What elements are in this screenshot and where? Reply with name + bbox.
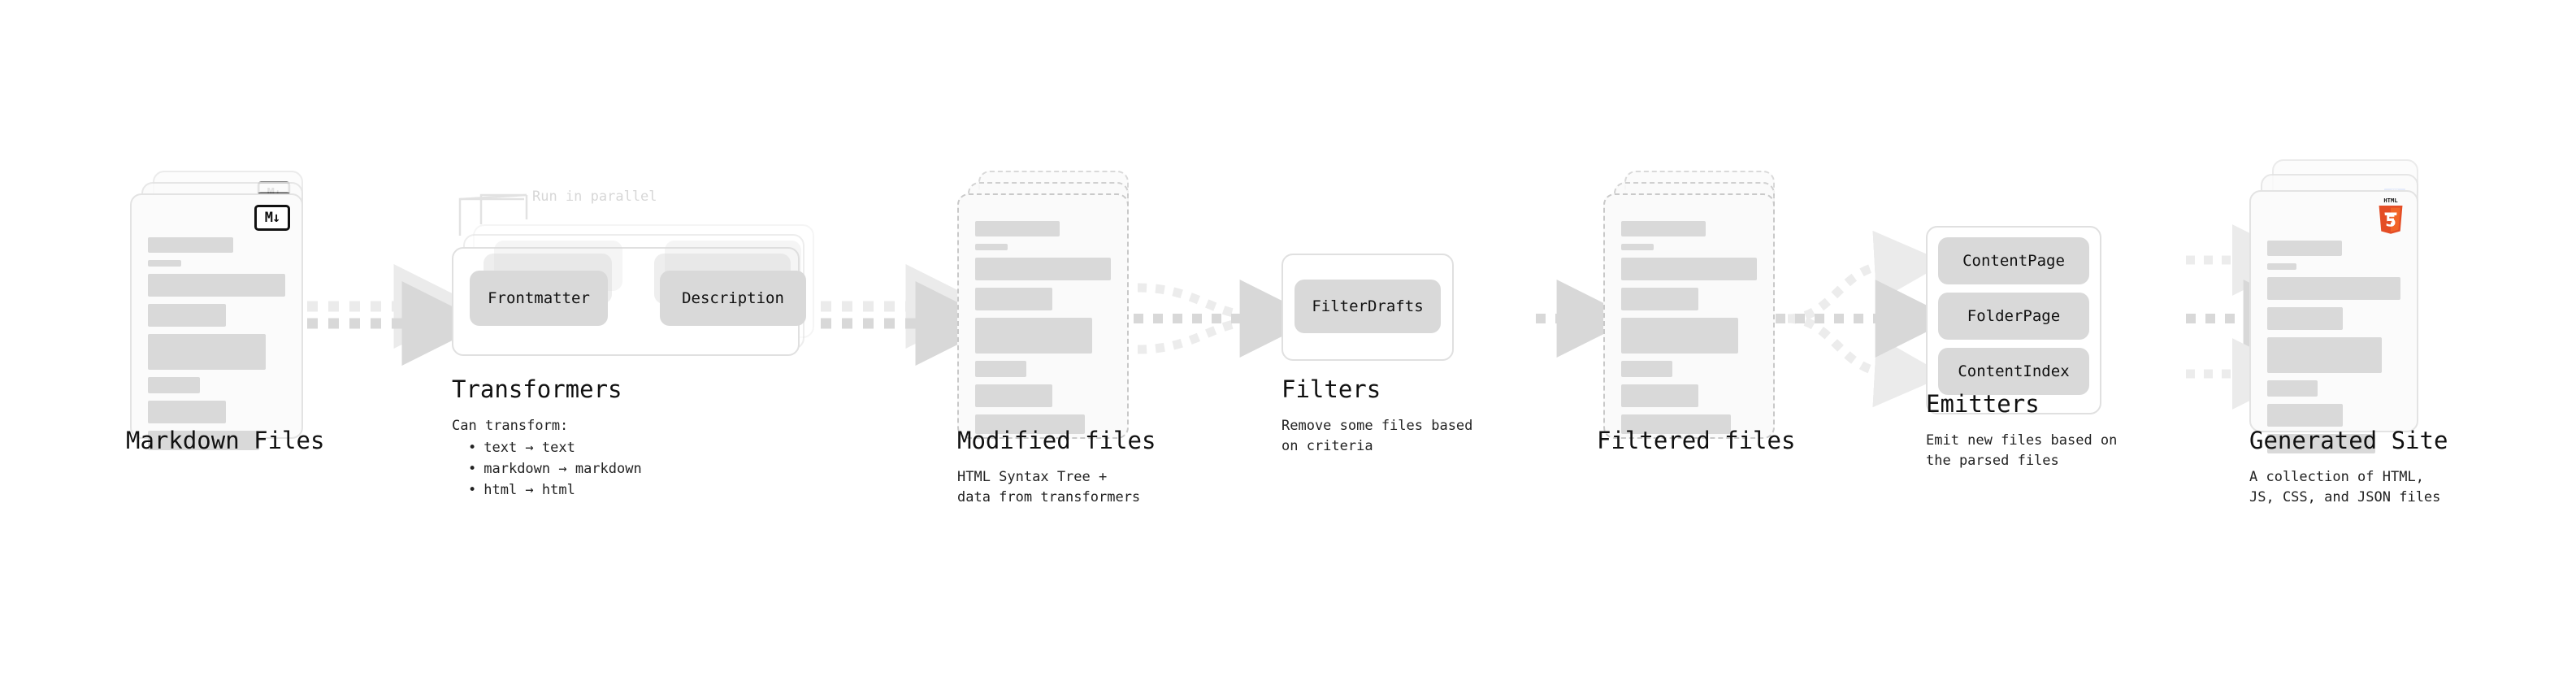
run-in-parallel-label: Run in parallel bbox=[532, 189, 657, 205]
skeleton-bar bbox=[975, 221, 1060, 236]
site-card-front: HTML 5 bbox=[2249, 190, 2418, 453]
skeleton-bar bbox=[148, 237, 233, 253]
filtered-card-front bbox=[1603, 193, 1775, 439]
stage-modified-files bbox=[957, 171, 1144, 439]
skeleton-bar bbox=[2267, 241, 2342, 256]
skeleton-bar bbox=[975, 258, 1111, 280]
skeleton-bar bbox=[975, 384, 1053, 407]
skeleton-bar bbox=[148, 334, 267, 370]
stage-title-markdown-files: Markdown Files bbox=[126, 427, 325, 454]
skeleton-bar bbox=[1621, 361, 1673, 377]
arrow-transformers-to-modified bbox=[821, 264, 1000, 366]
stage-generated-site: CSS HTML 5 bbox=[2249, 159, 2444, 453]
skeleton-bar bbox=[148, 377, 201, 393]
skeleton-bar bbox=[148, 274, 285, 297]
markdown-skeleton bbox=[148, 237, 285, 458]
arrow-emitters-to-site bbox=[2186, 224, 2322, 410]
stage-title-filters: Filters bbox=[1281, 375, 1381, 403]
filter-pill-filterdrafts[interactable]: FilterDrafts bbox=[1295, 280, 1441, 333]
transformer-pill-frontmatter[interactable]: Frontmatter bbox=[470, 271, 608, 326]
modified-card-front bbox=[957, 193, 1129, 439]
emitter-pill-contentindex[interactable]: ContentIndex bbox=[1938, 348, 2089, 395]
site-skeleton bbox=[2267, 241, 2400, 461]
transform-bullet: markdown → markdown bbox=[468, 458, 641, 479]
skeleton-bar bbox=[2267, 263, 2297, 270]
svg-text:5: 5 bbox=[2385, 212, 2396, 231]
skeleton-bar bbox=[975, 361, 1027, 377]
stage-title-transformers: Transformers bbox=[452, 375, 622, 403]
skeleton-bar bbox=[2267, 307, 2344, 330]
emitter-pill-contentpage[interactable]: ContentPage bbox=[1938, 237, 2089, 284]
skeleton-bar bbox=[975, 318, 1092, 354]
transformer-pill-description[interactable]: Description bbox=[660, 271, 806, 326]
transform-bullet: html → html bbox=[468, 479, 642, 501]
skeleton-bar bbox=[975, 244, 1008, 250]
arrow-filtered-to-emitters bbox=[1776, 230, 1954, 408]
stage-subtitle-generated-site: A collection of HTML, JS, CSS, and JSON … bbox=[2249, 469, 2441, 505]
transformers-bullets: text → text markdown → markdown html → h… bbox=[452, 437, 642, 501]
stage-title-emitters: Emitters bbox=[1926, 390, 2040, 418]
stage-title-generated-site: Generated Site bbox=[2249, 427, 2448, 454]
skeleton-bar bbox=[148, 431, 259, 450]
stage-filtered-files bbox=[1603, 171, 1790, 439]
arrow-markdown-to-transformers bbox=[307, 264, 487, 366]
stage-title-modified-files: Modified files bbox=[957, 427, 1156, 454]
skeleton-bar bbox=[148, 304, 227, 327]
skeleton-bar bbox=[148, 260, 181, 267]
stage-subtitle-modified-files: HTML Syntax Tree + data from transformer… bbox=[957, 469, 1141, 505]
stage-title-filtered-files: Filtered files bbox=[1597, 427, 1796, 454]
skeleton-bar bbox=[975, 288, 1053, 310]
skeleton-bar bbox=[2267, 277, 2400, 300]
skeleton-bar bbox=[2267, 404, 2344, 427]
transformers-intro: Can transform: bbox=[452, 418, 569, 434]
skeleton-bar bbox=[1621, 414, 1732, 434]
skeleton-bar bbox=[1621, 384, 1699, 407]
svg-text:HTML: HTML bbox=[2383, 197, 2398, 204]
markdown-badge-letter-3: M bbox=[264, 209, 273, 226]
skeleton-bar bbox=[148, 401, 227, 423]
skeleton-bar bbox=[1621, 258, 1757, 280]
skeleton-bar bbox=[1621, 288, 1699, 310]
transform-bullet: text → text bbox=[468, 437, 642, 458]
markdown-badge-icon-3: M↓ bbox=[254, 205, 290, 231]
skeleton-bar bbox=[1621, 221, 1706, 236]
stage-subtitle-filters: Remove some files based on criteria bbox=[1281, 418, 1473, 454]
emitter-pill-folderpage[interactable]: FolderPage bbox=[1938, 293, 2089, 340]
markdown-badge-arrow-3: ↓ bbox=[272, 209, 280, 226]
skeleton-bar bbox=[2267, 337, 2383, 373]
arrow-modified-to-filters bbox=[1134, 280, 1318, 358]
markdown-card-front: M↓ bbox=[130, 193, 303, 450]
modified-skeleton bbox=[975, 221, 1111, 441]
skeleton-bar bbox=[975, 414, 1086, 434]
html5-badge-icon: HTML 5 bbox=[2374, 197, 2407, 236]
skeleton-bar bbox=[1621, 318, 1738, 354]
skeleton-bar bbox=[1621, 244, 1654, 250]
skeleton-bar bbox=[2267, 380, 2318, 397]
skeleton-bar bbox=[2267, 434, 2375, 453]
filtered-skeleton bbox=[1621, 221, 1757, 441]
stage-markdown-files: M↓ M↓ M↓ bbox=[130, 171, 317, 450]
stage-subtitle-emitters: Emit new files based on the parsed files bbox=[1926, 432, 2118, 469]
